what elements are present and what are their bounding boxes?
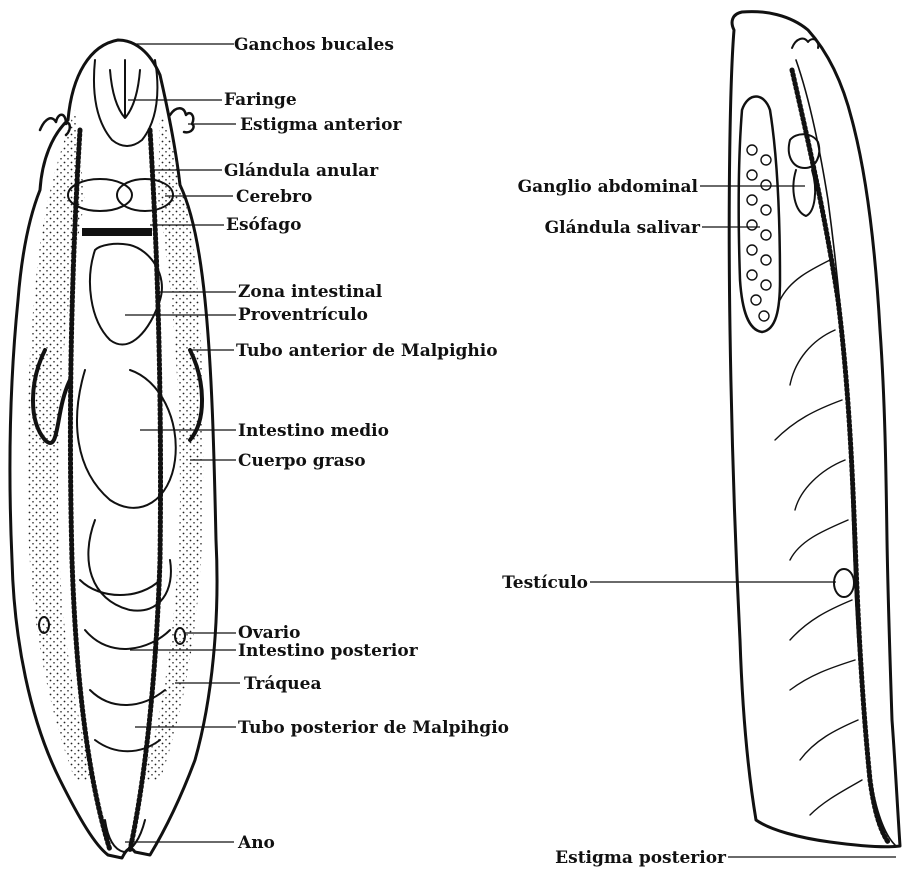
left-larva-drawing	[10, 40, 217, 858]
salivary-cell	[747, 195, 757, 205]
label-ano: Ano	[237, 833, 275, 853]
salivary-cell	[761, 230, 771, 240]
salivary-cell	[761, 155, 771, 165]
salivary-cell	[761, 255, 771, 265]
salivary-cell	[751, 295, 761, 305]
esophagus-band	[82, 228, 152, 236]
label-traquea: Tráquea	[244, 674, 321, 694]
label-esofago: Esófago	[226, 215, 301, 235]
left-labels: Ganchos bucales Faringe Estigma anterior…	[224, 35, 509, 853]
label-cerebro: Cerebro	[236, 187, 312, 207]
right-leader-lines	[590, 186, 896, 857]
anterior-spiracle-right	[170, 108, 194, 132]
right-labels: Ganglio abdominal Glándula salivar Testí…	[502, 177, 727, 868]
label-tubo-anterior-malpighio: Tubo anterior de Malpighio	[236, 341, 498, 361]
label-cuerpo-graso: Cuerpo graso	[238, 451, 366, 471]
label-intestino-medio: Intestino medio	[238, 421, 389, 441]
anterior-spiracle-left	[40, 115, 70, 135]
label-zona-intestinal: Zona intestinal	[238, 282, 383, 302]
salivary-cell	[747, 145, 757, 155]
label-tubo-posterior-malpihgio: Tubo posterior de Malpihgio	[238, 718, 509, 738]
right-larva-drawing	[729, 12, 900, 847]
label-estigma-posterior: Estigma posterior	[555, 848, 727, 868]
proventriculus	[90, 244, 162, 345]
salivary-cells	[747, 145, 771, 321]
salivary-cell	[747, 270, 757, 280]
right-trachea	[792, 70, 888, 842]
salivary-cell	[761, 205, 771, 215]
label-proventriculo: Proventrículo	[238, 305, 368, 325]
salivary-cell	[761, 180, 771, 190]
tracheole-branches	[775, 260, 862, 815]
testis	[834, 569, 854, 597]
label-ovario: Ovario	[238, 623, 300, 643]
label-glandula-salivar: Glándula salivar	[545, 218, 701, 238]
label-estigma-anterior: Estigma anterior	[240, 115, 402, 135]
salivary-cell	[761, 280, 771, 290]
mouth-hooks	[110, 60, 140, 118]
label-faringe: Faringe	[224, 90, 297, 110]
right-cuticle-line	[796, 60, 895, 845]
anterior-spiracle-lateral	[792, 39, 818, 48]
salivary-cell	[747, 170, 757, 180]
salivary-cell	[747, 220, 757, 230]
label-testiculo: Testículo	[502, 573, 588, 593]
label-ganchos-bucales: Ganchos bucales	[234, 35, 394, 55]
label-intestino-posterior: Intestino posterior	[238, 641, 419, 661]
label-ganglio-abdominal: Ganglio abdominal	[518, 177, 699, 197]
fat-body-shading	[27, 110, 95, 780]
label-glandula-anular: Glándula anular	[224, 161, 379, 181]
salivary-cell	[759, 311, 769, 321]
salivary-cell	[747, 245, 757, 255]
